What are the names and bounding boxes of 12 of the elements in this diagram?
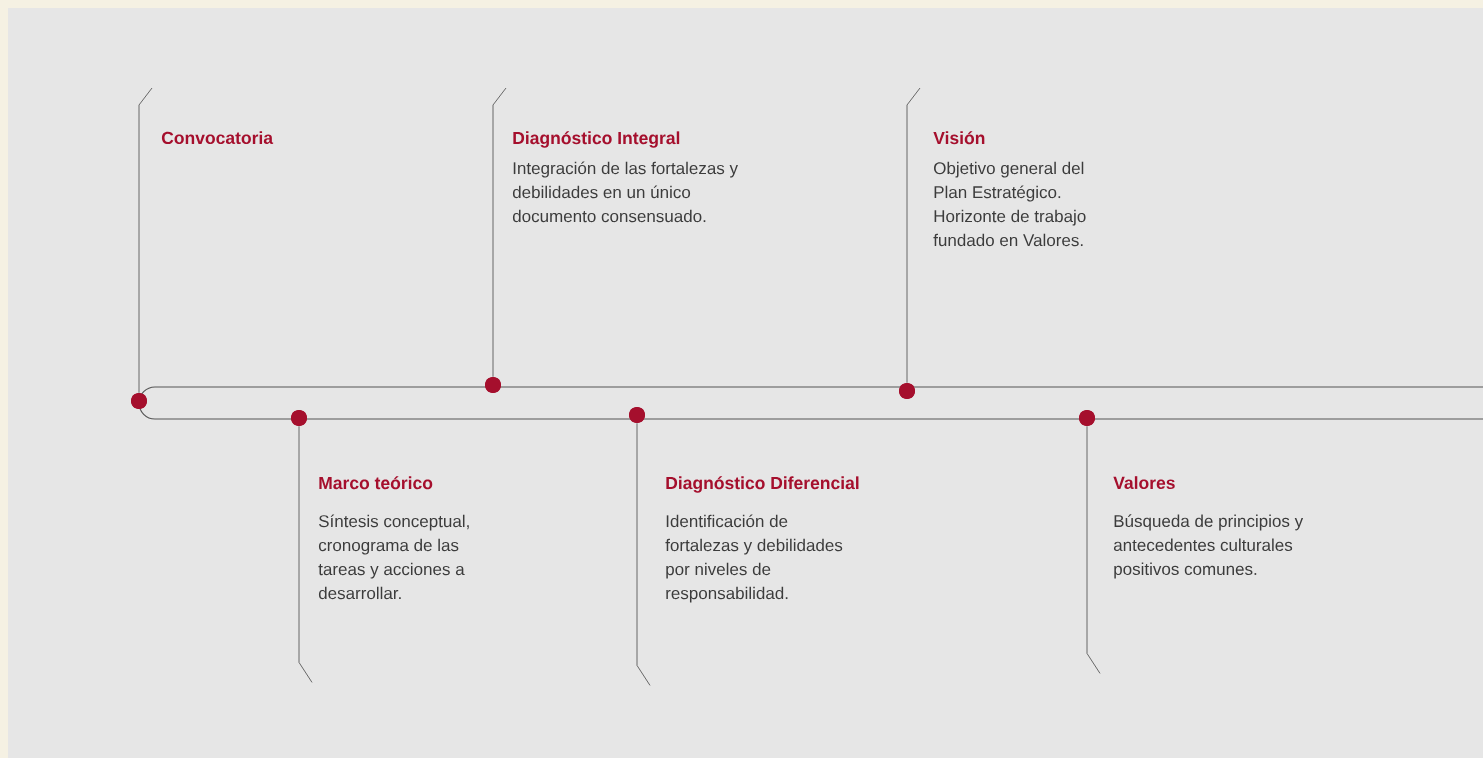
leader-line [298, 425, 313, 683]
milestone-text: Convocatoria [161, 131, 274, 145]
milestone-text: Valores Búsqueda de principios y antecedentes culturales positivos comunes. [1113, 476, 1304, 579]
milestone-text: Diagnóstico Diferencial Identificación de fortalezas y debilidades por niveles de responsabilidad. [665, 476, 859, 603]
leader-line [492, 87, 507, 378]
milestone-text: Visión Objetivo general del Plan Estratégico. Horizonte de trabajo fundado en Valores. [933, 131, 1086, 247]
leader-line [906, 87, 921, 384]
milestone-text: Marco teórico Síntesis conceptual, cronograma de las tareas y acciones a desarrollar. [318, 476, 469, 600]
leader-line [1086, 425, 1101, 674]
milestone-text: Diagnóstico Integral Integración de las fortalezas y debilidades en un único documento consensuado. [512, 131, 738, 223]
leader-line [636, 422, 651, 686]
leader-line [138, 87, 153, 394]
